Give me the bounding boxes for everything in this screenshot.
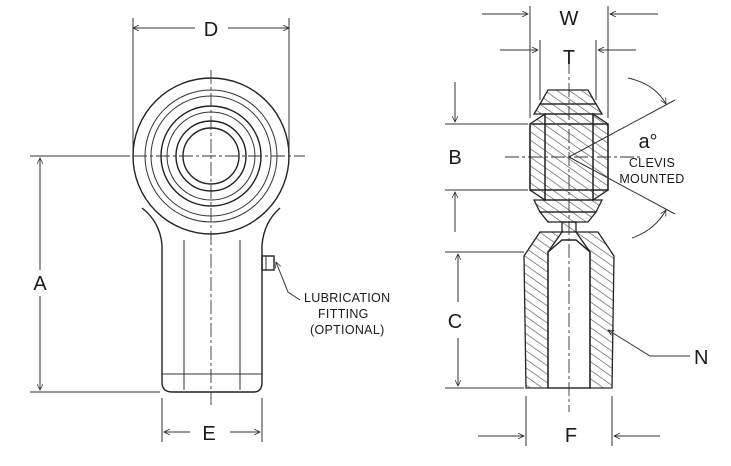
ball-lower-band bbox=[532, 199, 604, 213]
dimension-d: D bbox=[133, 18, 289, 150]
ball-stud-bottom bbox=[538, 211, 598, 223]
ball-stud-top bbox=[538, 89, 598, 105]
dimension-w: W bbox=[482, 6, 658, 118]
clevis-note-line-1: CLEVIS bbox=[629, 156, 675, 170]
dimension-e: E bbox=[161, 398, 263, 445]
label-n: N bbox=[694, 347, 708, 369]
shank-left-wall bbox=[523, 231, 564, 389]
label-t: T bbox=[563, 47, 575, 69]
side-view bbox=[505, 60, 640, 412]
label-e: E bbox=[202, 423, 215, 445]
dimension-b: B bbox=[445, 82, 528, 232]
ball-upper-band bbox=[532, 103, 604, 115]
lubrication-note-line-2: FITTING bbox=[318, 307, 369, 321]
dimension-t: T bbox=[500, 40, 636, 100]
dimension-a: A bbox=[30, 155, 160, 393]
lubrication-fitting bbox=[261, 255, 275, 271]
label-b: B bbox=[448, 147, 461, 169]
shank-right-wall bbox=[574, 231, 615, 389]
dimension-angle: a° CLEVIS MOUNTED bbox=[568, 77, 684, 239]
leader-n: N bbox=[608, 329, 708, 369]
dimension-c: C bbox=[445, 251, 524, 389]
lubrication-callout: LUBRICATION FITTING (OPTIONAL) bbox=[276, 262, 390, 337]
clevis-note-line-2: MOUNTED bbox=[619, 172, 684, 186]
front-shank bbox=[141, 207, 281, 393]
front-view bbox=[110, 70, 305, 405]
label-w: W bbox=[560, 8, 579, 30]
label-angle: a° bbox=[638, 131, 657, 153]
dimension-f: F bbox=[478, 396, 660, 447]
label-d: D bbox=[204, 19, 218, 41]
label-a: A bbox=[33, 273, 47, 295]
label-c: C bbox=[448, 311, 462, 333]
lubrication-note-line-3: (OPTIONAL) bbox=[310, 323, 385, 337]
label-f: F bbox=[565, 425, 577, 447]
lubrication-note-line-1: LUBRICATION bbox=[304, 291, 390, 305]
